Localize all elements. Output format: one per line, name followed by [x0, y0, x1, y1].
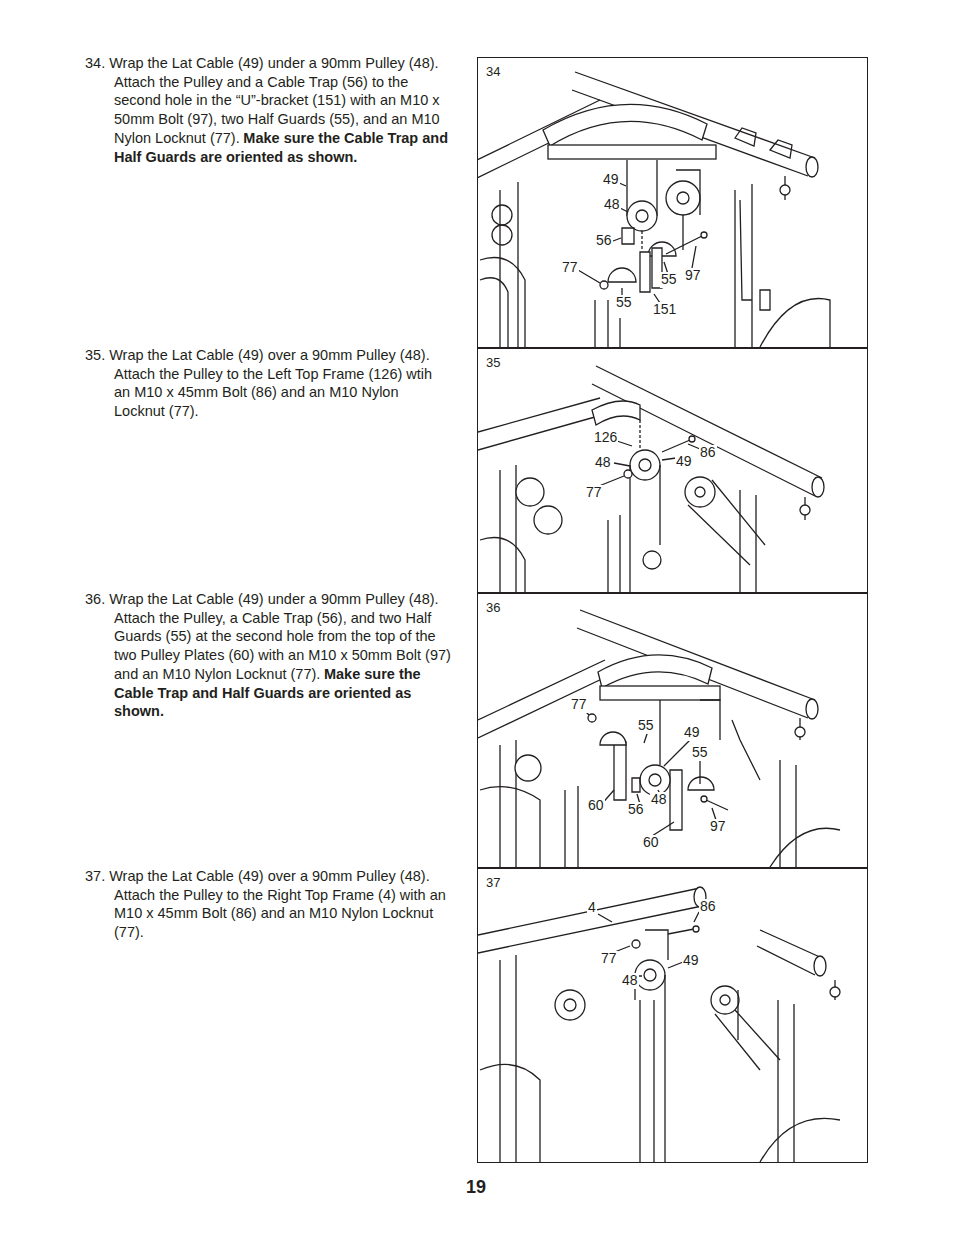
step-37-drawing: [478, 887, 840, 1162]
instruction-step: 37. Wrap the Lat Cable (49) over a 90mm …: [85, 867, 452, 942]
callout-number: 49: [675, 454, 693, 469]
callout-number: 56: [627, 802, 645, 817]
callout-number: 55: [691, 745, 709, 760]
callout-number: 55: [660, 272, 678, 287]
instruction-step: 35. Wrap the Lat Cable (49) over a 90mm …: [85, 346, 452, 421]
callout-number: 97: [709, 819, 727, 834]
callout-number: 4: [587, 900, 597, 915]
callout-number: 55: [637, 718, 655, 733]
panel-number: 34: [486, 65, 500, 79]
callout-number: 126: [593, 430, 618, 445]
instruction-text: 37. Wrap the Lat Cable (49) over a 90mm …: [85, 868, 446, 940]
step-34-drawing: [478, 72, 830, 347]
instruction-text: 35. Wrap the Lat Cable (49) over a 90mm …: [85, 347, 432, 419]
callout-number: 77: [561, 260, 579, 275]
instruction-step: 36. Wrap the Lat Cable (49) under a 90mm…: [85, 590, 452, 721]
callout-number: 48: [621, 973, 639, 988]
callout-number: 151: [652, 302, 677, 317]
callout-number: 86: [699, 445, 717, 460]
page-number: 19: [466, 1178, 486, 1198]
callout-number: 60: [642, 835, 660, 850]
callout-number: 48: [650, 792, 668, 807]
panel-number: 35: [486, 356, 500, 370]
illustration-panel: 37: [477, 868, 868, 1163]
step-35-drawing: [478, 366, 824, 592]
callout-number: 86: [699, 899, 717, 914]
callout-number: 97: [684, 268, 702, 283]
step-36-drawing: [478, 610, 840, 867]
callout-number: 48: [603, 197, 621, 212]
callout-number: 56: [595, 233, 613, 248]
instruction-step: 34. Wrap the Lat Cable (49) under a 90mm…: [85, 54, 452, 166]
callout-number: 49: [602, 172, 620, 187]
callout-number: 49: [682, 953, 700, 968]
callout-number: 48: [594, 455, 612, 470]
callout-number: 49: [683, 725, 701, 740]
callout-number: 55: [615, 295, 633, 310]
illustration-panel: 36: [477, 593, 868, 868]
panel-number: 36: [486, 601, 500, 615]
panel-number: 37: [486, 876, 500, 890]
callout-number: 77: [585, 485, 603, 500]
callout-number: 77: [570, 697, 588, 712]
callout-number: 60: [587, 798, 605, 813]
illustration-panel: 35: [477, 348, 868, 593]
callout-number: 77: [600, 951, 618, 966]
